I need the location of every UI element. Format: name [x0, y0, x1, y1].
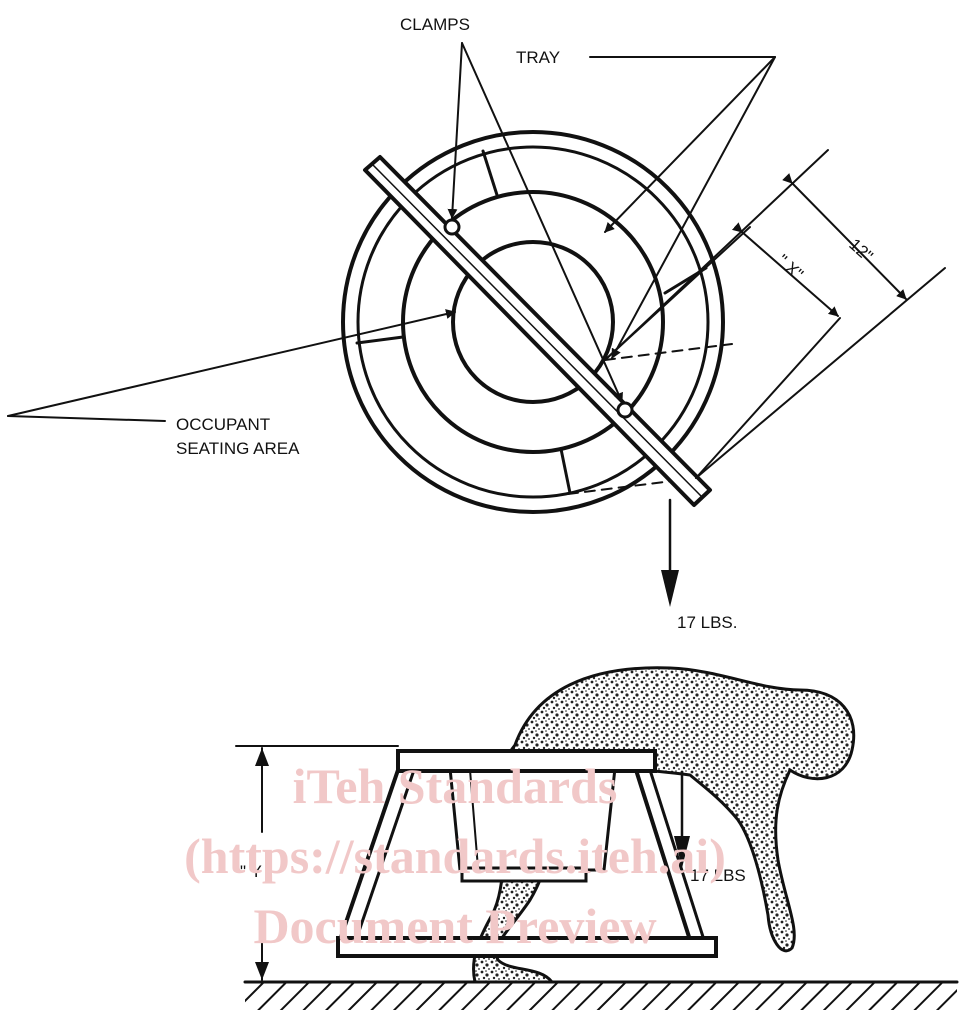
force-arrow-top	[661, 498, 679, 607]
clamp-upper	[443, 218, 461, 236]
occupant-label-line1: OCCUPANT	[176, 415, 270, 434]
walker-frame	[336, 749, 718, 958]
dimension-x-label: " X"	[773, 251, 807, 284]
top-view: CLAMPS TRAY OCCUPANT SEATING AREA 12" " …	[7, 15, 946, 632]
occupant-dummy	[472, 666, 856, 984]
floor-hatch	[243, 980, 959, 1010]
tray-label: TRAY	[516, 48, 560, 67]
watermark-line1: iTeh Standards	[293, 758, 618, 814]
clamps-label: CLAMPS	[400, 15, 470, 34]
side-view: " Y " 17 LBS	[235, 666, 959, 1010]
dimension-lines	[604, 149, 946, 479]
leader-lines	[7, 42, 776, 422]
walker-base-rings	[341, 130, 725, 514]
watermark-line2: (https://standards.iteh.ai)	[184, 828, 726, 884]
force-label-side: 17 LBS	[690, 866, 746, 885]
clamp-lower	[616, 401, 634, 419]
force-arrow-side	[674, 770, 690, 868]
dimension-12-label: 12"	[845, 235, 876, 266]
watermark-line3: Document Preview	[253, 898, 656, 954]
force-label-top: 17 LBS.	[677, 613, 738, 632]
y-dimension	[235, 745, 399, 981]
dimension-y-label: " Y "	[240, 862, 272, 881]
occupant-label-line2: SEATING AREA	[176, 439, 300, 458]
watermark: iTeh Standards (https://standards.iteh.a…	[184, 758, 726, 954]
